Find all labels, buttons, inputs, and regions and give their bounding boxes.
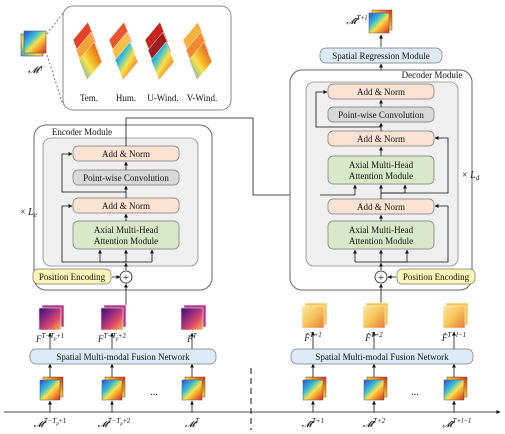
zoom-line-top — [46, 12, 64, 35]
decoder-fusion-label: Spatial Multi-modal Fusion Network — [315, 352, 449, 362]
variable-u-wind-stack — [144, 21, 175, 81]
encoder-add-norm-bottom-label: Add & Norm — [102, 201, 150, 211]
encoder-pointwise-conv-label: Point-wise Convolution — [83, 173, 169, 183]
encoder-position-encoding — [32, 268, 112, 285]
encoder-feature-label-3: FT — [186, 332, 198, 344]
variable-label-v-wind: V-Wind. — [187, 93, 218, 103]
variable-label-tem: Tem. — [80, 93, 98, 103]
decoder-observation-3 — [443, 376, 468, 401]
zoom-line-bottom — [46, 54, 64, 106]
decoder-plus-sign: + — [378, 272, 384, 284]
encoder-observation-label-2: 𝓜T−Tp+2 — [98, 417, 131, 429]
encoder-plus-sign: + — [123, 272, 129, 284]
decoder-observation-2 — [363, 376, 388, 401]
m-tau-label: 𝓜ᵀ — [28, 65, 44, 76]
decoder-add-circle — [374, 270, 388, 284]
variable-label-hum: Hum. — [116, 93, 136, 103]
decoder-feature-label-2: F̂T+2 — [364, 331, 383, 343]
decoder-fusion-network — [290, 348, 474, 365]
encoder-add-norm-top-label: Add & Norm — [102, 149, 150, 159]
decoder-cross-attention-label-1: Axial Multi-Head — [349, 160, 414, 170]
decoder-feature-label-1: F̂T+1 — [303, 331, 322, 343]
encoder-add-circle — [119, 270, 133, 284]
encoder-arrows — [61, 117, 319, 305]
variable-label-u-wind: U-Wind. — [147, 93, 178, 103]
variable-tem-stack — [72, 21, 103, 81]
decoder-add-norm-1-label: Add & Norm — [357, 87, 405, 97]
decoder-observation-label-3: 𝓜̂T+l−1 — [443, 417, 472, 429]
decoder-pointwise-conv-label: Point-wise Convolution — [338, 110, 424, 120]
encoder-title: Encoder Module — [52, 127, 112, 137]
decoder-ellipsis: ... — [411, 387, 419, 398]
decoder-observation-label-1: 𝓜̂T+1 — [302, 417, 324, 429]
spatial-regression-module — [319, 47, 443, 64]
decoder-feature-label-3: F̂T+l−1 — [441, 331, 466, 343]
encoder-observation-3 — [181, 376, 206, 401]
decoder-self-attention-label-2: Attention Module — [349, 236, 413, 246]
encoder-attention-label-1: Axial Multi-Head — [94, 225, 159, 235]
encoder-observation-label-1: 𝓜T−Tp+1 — [34, 417, 67, 429]
encoder-position-encoding-label: Position Encoding — [39, 272, 106, 282]
encoder-feature-2 — [100, 304, 127, 331]
encoder-fusion-label: Spatial Multi-modal Fusion Network — [56, 352, 190, 362]
decoder-feature-2 — [362, 302, 389, 329]
decoder-title: Decoder Module — [402, 70, 463, 80]
variable-panel — [62, 5, 232, 111]
encoder-repeat-label: × Le — [20, 207, 37, 219]
encoder-fusion-network — [29, 348, 217, 365]
encoder-ellipsis: ... — [150, 387, 158, 398]
spatial-regression-label: Spatial Regression Module — [332, 51, 430, 61]
decoder-observation-1 — [302, 376, 327, 401]
encoder-observation-2 — [101, 376, 126, 401]
decoder-position-encoding — [396, 268, 476, 285]
encoder-observation-1 — [39, 376, 64, 401]
decoder-feature-1 — [301, 302, 328, 329]
encoder-feature-arrows — [48, 332, 194, 378]
encoder-feature-3 — [180, 304, 207, 331]
decoder-cross-attention-label-2: Attention Module — [349, 171, 413, 181]
observation-ticks — [48, 400, 456, 412]
decoder-output-tensor — [368, 9, 393, 34]
decoder-add-norm-3-label: Add & Norm — [357, 202, 405, 212]
decoder-arrows — [315, 90, 449, 305]
encoder-feature-1 — [38, 304, 65, 331]
decoder-output-label: 𝓜̂T+l — [346, 14, 367, 26]
input-tensor-icon — [20, 30, 47, 57]
decoder-repeat-label: × Ld — [462, 170, 480, 182]
encoder-observation-label-3: 𝓜T — [185, 417, 200, 429]
variable-hum-stack — [108, 21, 139, 81]
decoder-feature-3 — [442, 302, 469, 329]
variable-v-wind-stack — [182, 21, 213, 81]
decoder-add-norm-1 — [327, 83, 435, 100]
decoder-position-encoding-label: Position Encoding — [403, 272, 470, 282]
decoder-add-norm-2-label: Add & Norm — [357, 134, 405, 144]
decoder-self-attention-label-1: Axial Multi-Head — [349, 225, 414, 235]
encoder-attention-label-2: Attention Module — [94, 236, 158, 246]
decoder-observation-label-2: 𝓜̂T+2 — [363, 417, 386, 429]
decoder-feature-arrows — [311, 331, 456, 378]
